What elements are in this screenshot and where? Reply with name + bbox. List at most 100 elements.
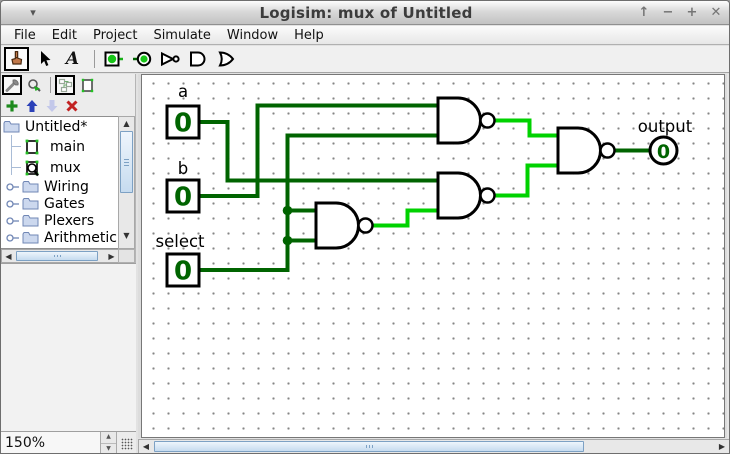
not-gate-icon [160,51,180,67]
input-pin-tool-button[interactable] [101,47,126,71]
tree-item-gates[interactable]: Gates [1,195,118,212]
tree-item-wiring[interactable]: Wiring [1,178,118,195]
canvas-vertical-scrollbar[interactable] [727,74,729,438]
tree-item-mux[interactable]: mux [1,157,118,178]
pin-output-value: 0 [657,141,670,163]
select-arrow-icon [40,51,50,66]
expand-toggle-icon[interactable] [5,233,21,243]
menu-simulate[interactable]: Simulate [153,27,211,43]
output-pin[interactable]: 0 [648,135,679,166]
text-tool-icon: A [65,49,80,69]
output-pin-icon [132,51,151,67]
main-toolbar: A [1,46,729,73]
poke-hand-icon [10,51,22,65]
tree-item-arithmetic[interactable]: Arithmetic [1,229,118,246]
magnifier-play-icon [27,78,41,92]
scroll-left-icon[interactable]: ◀ [139,440,153,453]
folder-icon [3,121,20,133]
zoom-controls: 150% ▲ ▼ [1,431,136,453]
poke-tool-button[interactable] [4,47,29,71]
expand-toggle-icon[interactable] [5,182,21,192]
and-gate-tool-button[interactable] [185,47,210,71]
window-menu-icon[interactable]: ▾ [30,6,36,19]
title-bar[interactable]: ▾ Logisim: mux of Untitled ↑ − + ✕ [1,1,729,25]
add-circuit-button[interactable] [2,97,22,115]
scroll-down-icon[interactable]: ▼ [119,229,134,242]
attribute-panel [1,263,136,431]
zoom-increase-button[interactable]: ▲ [101,432,116,444]
toolbox-view-button[interactable] [2,75,22,95]
expand-toggle-icon[interactable] [5,216,21,226]
tree-scroll-corner [118,249,135,263]
menu-project[interactable]: Project [92,27,138,43]
maximize-button[interactable]: + [686,5,698,20]
input-pin-select[interactable]: 0 [165,252,201,288]
down-arrow-icon [46,100,58,112]
input-pin-icon [104,51,123,67]
tree-item-label: Wiring [44,178,89,195]
grid-icon [120,437,133,450]
edit-tool-button[interactable] [32,47,57,71]
canvas-hscroll-thumb[interactable] [154,441,584,452]
tree-item-label: mux [50,159,81,176]
scroll-right-icon[interactable]: ▶ [105,250,118,262]
tree-item-label: Gates [44,195,85,212]
appearance-view-button[interactable] [77,75,97,95]
simulation-view-button[interactable] [24,75,44,95]
close-button[interactable]: ✕ [710,5,722,20]
input-pin-a[interactable]: 0 [165,104,201,140]
toolbar-separator [94,50,95,68]
layout-view-button[interactable] [55,75,75,95]
minimize-button[interactable]: − [662,5,674,20]
wire-b [199,103,438,198]
menu-file[interactable]: File [14,27,36,43]
shade-button[interactable]: ↑ [638,5,650,20]
move-circuit-up-button[interactable] [22,97,42,115]
nand-gate-top[interactable] [436,96,496,145]
scroll-up-icon[interactable]: ▲ [119,117,134,130]
input-pin-b[interactable]: 0 [165,178,201,214]
pin-a-value: 0 [174,109,192,139]
menu-help[interactable]: Help [294,27,324,43]
scroll-right-icon[interactable]: ▶ [715,440,729,453]
wire-inverter-out [372,208,438,228]
delete-x-icon [66,100,78,112]
canvas-horizontal-scrollbar[interactable]: ◀ ▶ [138,439,729,453]
nand-gate-output[interactable] [556,126,616,175]
pin-select-value: 0 [174,257,192,287]
tree-vscroll-thumb[interactable] [120,131,133,193]
tree-vertical-scrollbar[interactable]: ▲ ▼ [118,116,135,249]
circuit-canvas[interactable]: 0 0 0 0 a b select out [141,74,725,438]
text-tool-button[interactable]: A [60,47,85,71]
explorer-actions [2,96,82,116]
tree-hscroll-thumb[interactable] [16,251,98,261]
label-select: select [155,232,205,251]
remove-circuit-button[interactable] [62,97,82,115]
tree-item-plexers[interactable]: Plexers [1,212,118,229]
canvas-area: 0 0 0 0 a b select out [138,74,729,438]
move-circuit-down-button[interactable] [42,97,62,115]
output-pin-tool-button[interactable] [129,47,154,71]
wire-select [199,133,438,272]
up-arrow-icon [26,100,38,112]
tree-item-label: Plexers [44,212,95,229]
tree-connector [11,167,21,168]
menu-edit[interactable]: Edit [51,27,77,43]
scroll-left-icon[interactable]: ◀ [2,250,15,262]
expand-toggle-icon[interactable] [5,199,21,209]
tree-item-main[interactable]: main [1,136,118,157]
menu-window[interactable]: Window [226,27,279,43]
explorer-panel: Untitled* main [1,74,136,453]
tree-item-project[interactable]: Untitled* [1,117,118,136]
plus-icon [6,100,18,112]
grid-toggle-button[interactable] [117,432,136,453]
not-gate-tool-button[interactable] [157,47,182,71]
wrench-icon [5,78,19,92]
nand-gate-middle[interactable] [436,171,496,220]
nand-gate-select-inverter[interactable] [314,201,374,250]
folder-icon [22,215,39,227]
or-gate-tool-button[interactable] [213,47,238,71]
menu-bar: File Edit Project Simulate Window Help [1,26,729,45]
zoom-decrease-button[interactable]: ▼ [101,444,116,453]
tree-horizontal-scrollbar[interactable]: ◀ ▶ [1,249,119,263]
